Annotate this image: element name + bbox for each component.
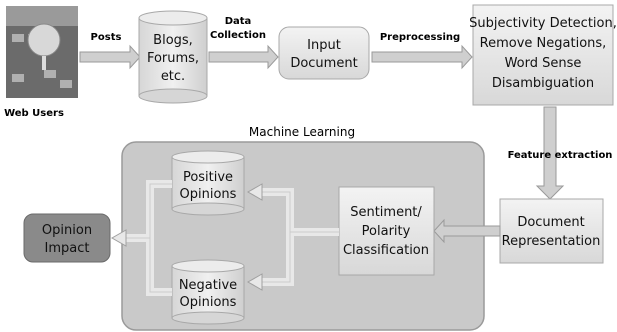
blogs-forums-node	[138, 10, 208, 104]
sentiment-line-2: Polarity	[362, 224, 411, 239]
opinion-impact-node	[23, 213, 111, 263]
data-collection-label-1: Data	[225, 16, 252, 27]
sentiment-classification-node	[338, 186, 435, 276]
subjectivity-line-4: Disambiguation	[492, 76, 594, 91]
blogs-line-3: etc.	[161, 69, 185, 84]
input-document-line-2: Document	[290, 56, 357, 71]
document-representation-line-2: Representation	[502, 234, 601, 249]
web-users-label: Web Users	[4, 108, 64, 119]
subjectivity-node	[472, 4, 614, 106]
posts-arrow	[79, 44, 141, 70]
positive-line-1: Positive	[183, 170, 233, 185]
negative-line-1: Negative	[179, 278, 237, 293]
sentiment-line-3: Classification	[343, 243, 429, 258]
negative-line-2: Opinions	[180, 295, 237, 310]
opinion-impact-line-2: Impact	[45, 241, 90, 256]
classification-branch-connector	[262, 188, 339, 286]
positive-opinions-node	[171, 150, 245, 216]
document-representation-line-1: Document	[517, 215, 584, 230]
negative-opinions-node	[171, 259, 245, 325]
sentiment-line-1: Sentiment/	[350, 205, 422, 220]
to-positive-arrowhead	[246, 183, 263, 201]
blogs-line-2: Forums,	[147, 51, 199, 66]
opinions-merge-connector	[126, 180, 172, 296]
posts-label: Posts	[91, 32, 122, 43]
data-collection-arrow	[208, 44, 279, 70]
input-document-line-1: Input	[307, 38, 341, 53]
subjectivity-line-1: Subjectivity Detection,	[469, 16, 617, 31]
input-document-node	[278, 26, 370, 80]
to-opinion-impact-arrowhead	[110, 229, 127, 247]
preprocessing-label: Preprocessing	[380, 32, 460, 43]
doc-to-classification-arrow	[433, 218, 501, 244]
feature-extraction-arrow	[535, 106, 565, 200]
web-users-image	[6, 6, 78, 98]
blogs-line-1: Blogs,	[153, 33, 193, 48]
preprocessing-arrow	[371, 44, 473, 70]
subjectivity-line-2: Remove Negations,	[480, 36, 607, 51]
opinion-impact-line-1: Opinion	[42, 223, 92, 238]
to-negative-arrowhead	[246, 273, 263, 291]
positive-line-2: Opinions	[180, 187, 237, 202]
machine-learning-label: Machine Learning	[249, 125, 355, 139]
subjectivity-line-3: Word Sense	[505, 56, 582, 71]
feature-extraction-label: Feature extraction	[508, 150, 613, 161]
document-representation-node	[499, 198, 604, 264]
data-collection-label-2: Collection	[210, 30, 266, 41]
